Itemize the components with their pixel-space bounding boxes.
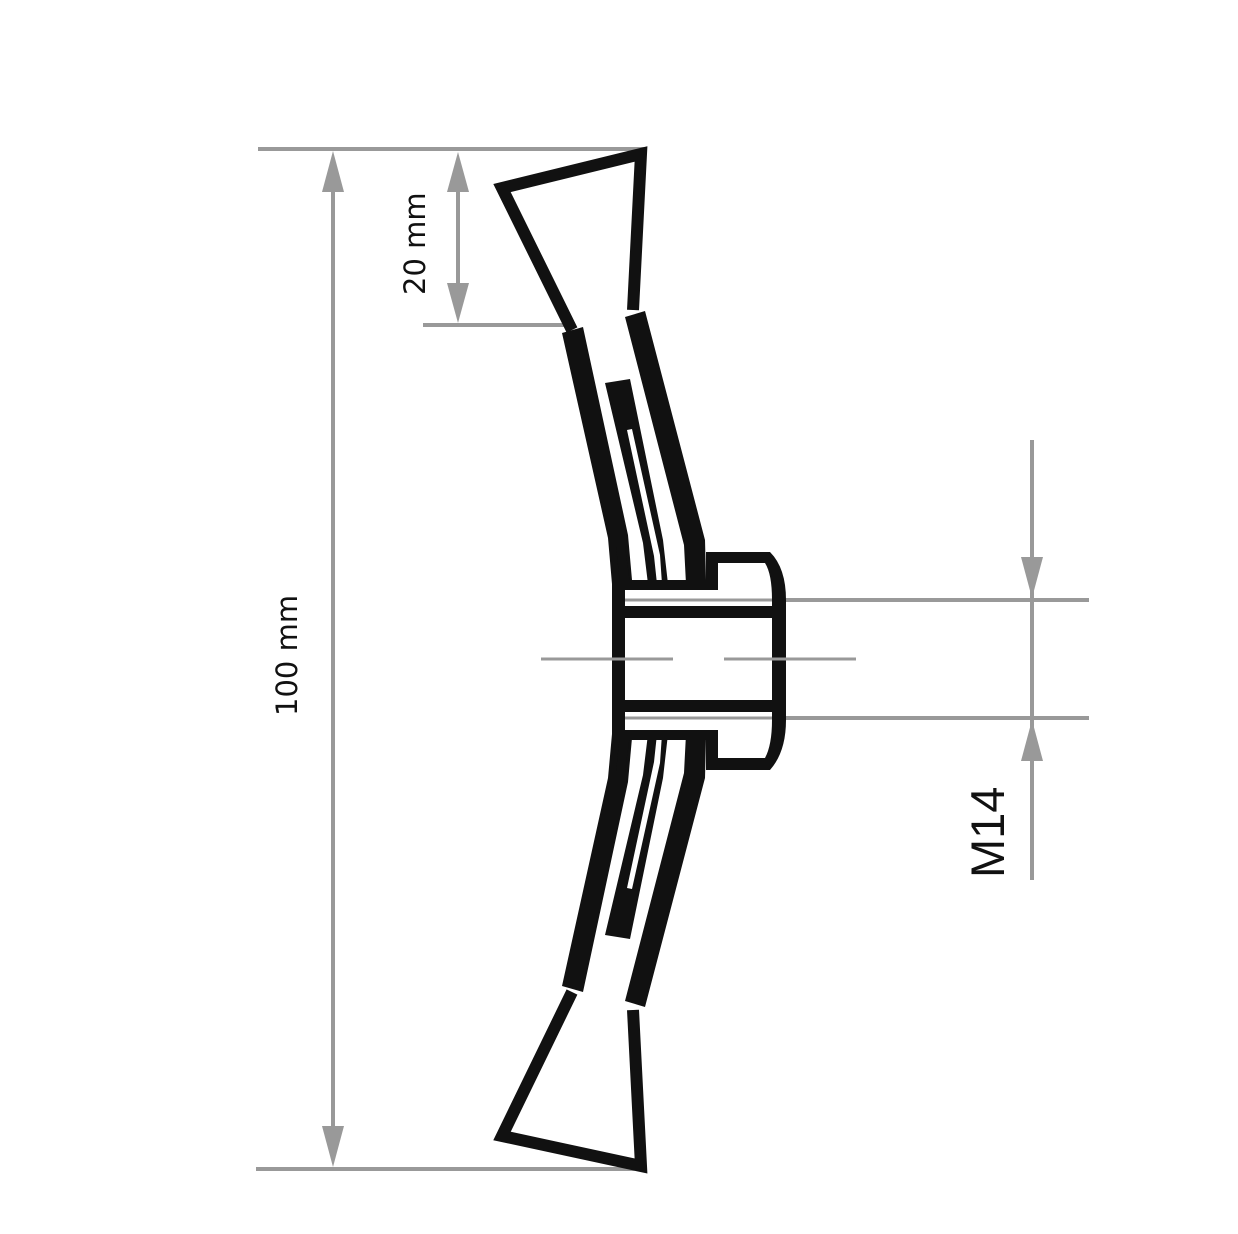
thread-dimension [780,440,1089,880]
overall-dimension [256,147,645,1171]
filament-length-label: 20 mm [398,192,432,295]
arrow-down-icon [447,283,469,323]
upper-cup-wall [562,311,706,584]
overall-diameter-label: 100 mm [270,594,304,716]
filament-dimension [423,152,565,327]
lower-filament-tuft [493,989,648,1174]
upper-filament-tuft [493,146,648,333]
arrow-up-icon [1021,720,1043,761]
arrow-down-icon [1021,557,1043,598]
arrow-up-icon [447,152,469,192]
threaded-hub [612,552,786,770]
arrow-down-icon [322,1126,344,1167]
thread-size-label: M14 [961,786,1014,878]
lower-cup-wall [562,734,706,1007]
arrow-up-icon [322,151,344,192]
